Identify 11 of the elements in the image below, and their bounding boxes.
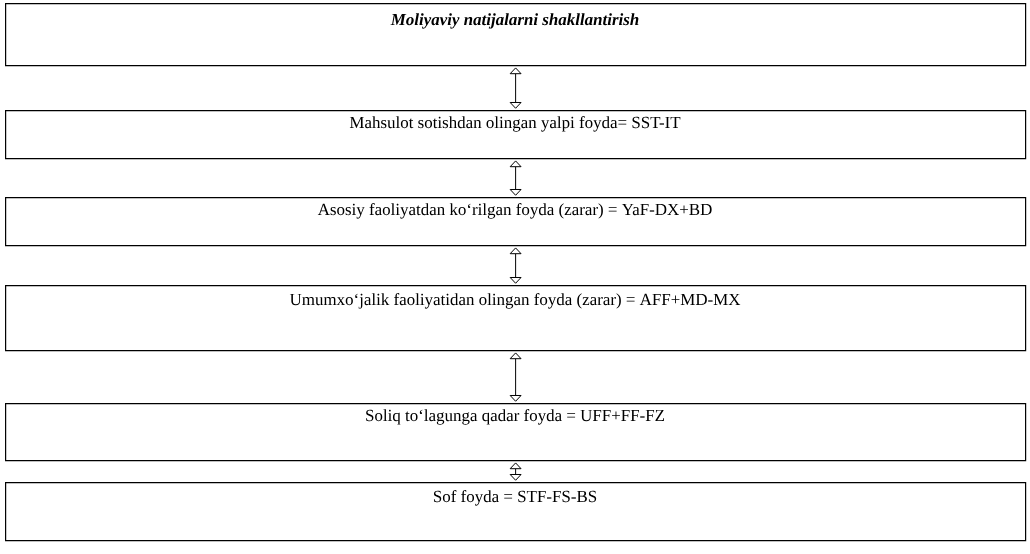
- process-box: Mahsulot sotishdan olingan yalpi foyda= SST-IT: [5, 110, 1027, 160]
- double-arrow: [509, 462, 522, 481]
- process-box: Soliq to‘lagunga qadar foyda = UFF+FF-FZ: [5, 403, 1027, 462]
- process-box: Sof foyda = STF-FS-BS: [5, 482, 1027, 542]
- double-arrow: [509, 247, 522, 284]
- double-arrow: [509, 67, 522, 109]
- double-arrow: [509, 352, 522, 402]
- double-arrow: [509, 160, 522, 196]
- process-box: Asosiy faoliyatdan ko‘rilgan foyda (zarar) = YaF-DX+BD: [5, 197, 1027, 247]
- process-box: Moliyaviy natijalarni shakllantirish: [5, 3, 1027, 67]
- process-box: Umumxo‘jalik faoliyatidan olingan foyda (zarar) = AFF+MD-MX: [5, 285, 1027, 352]
